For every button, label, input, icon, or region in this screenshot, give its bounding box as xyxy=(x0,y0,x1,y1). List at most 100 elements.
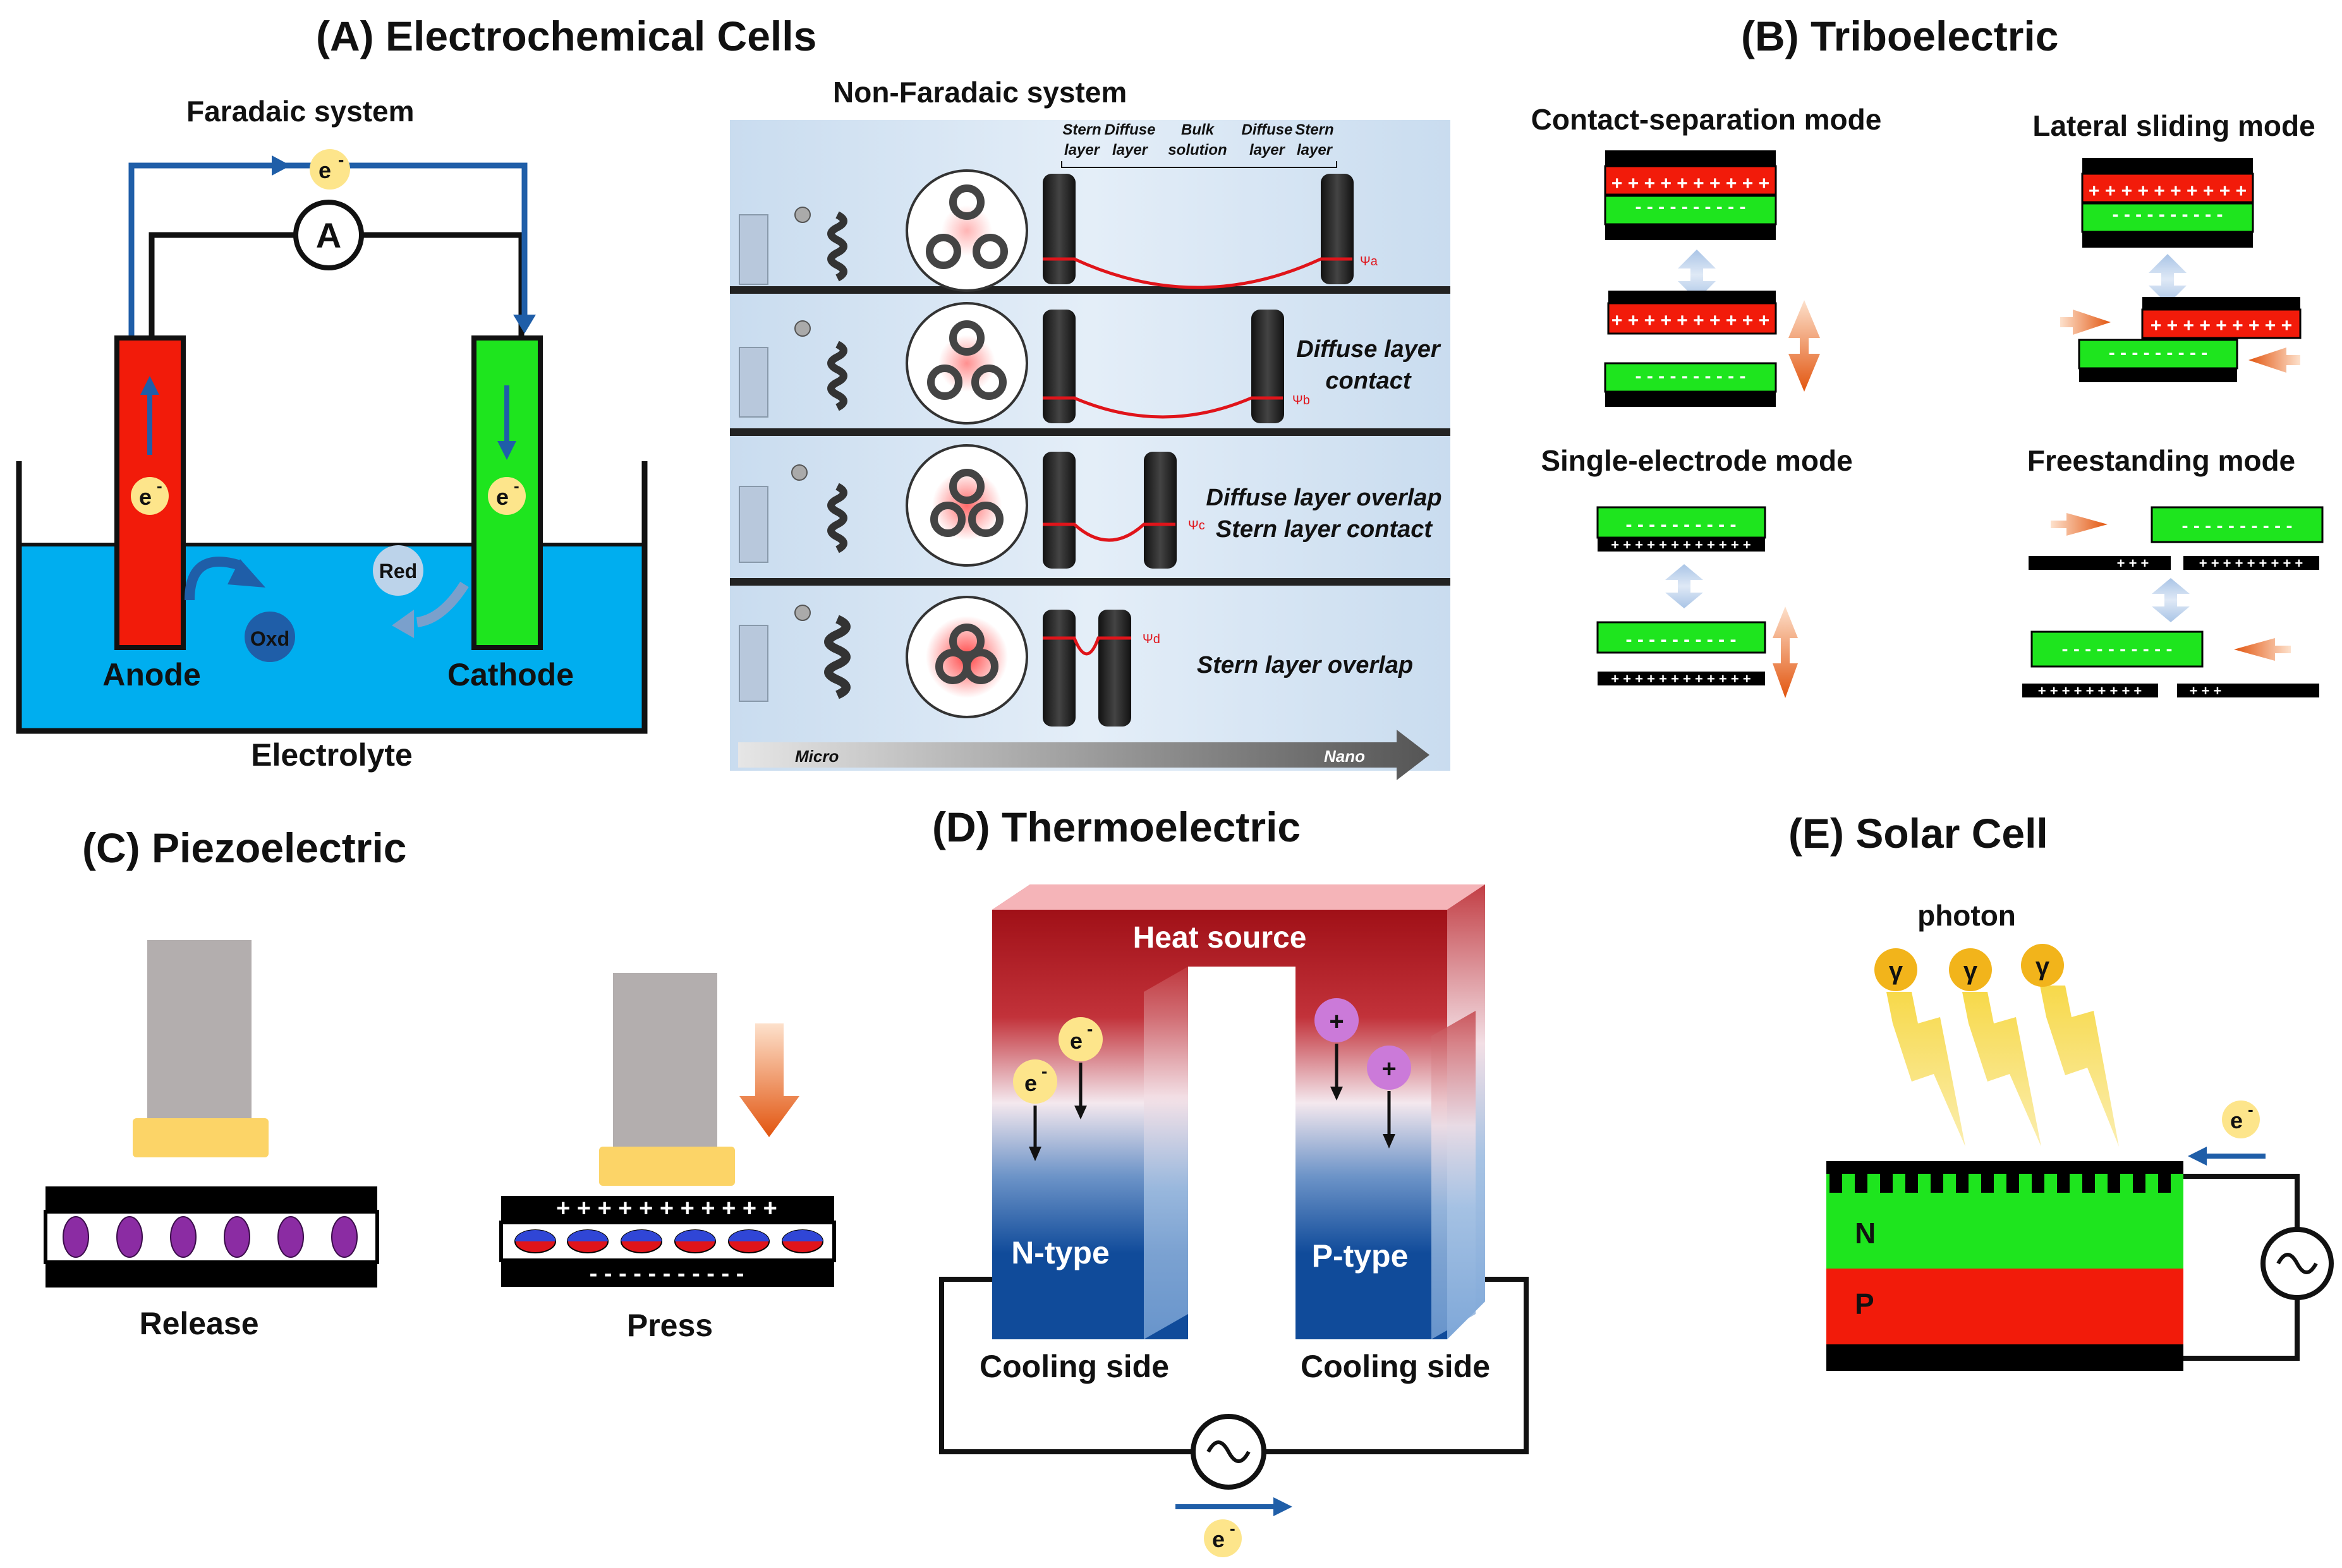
electron-badge-anode: e - xyxy=(131,476,169,515)
svg-text:Stern: Stern xyxy=(1295,121,1333,138)
back-contact xyxy=(1826,1344,2183,1371)
svg-text:e: e xyxy=(496,484,509,510)
row3-label-2: Stern layer contact xyxy=(1216,516,1433,543)
single-electrode-mode: Single-electrode mode - - - - - - - - - … xyxy=(1541,444,1853,698)
psi-b: Ψb xyxy=(1292,394,1310,407)
electron-path-arrowhead xyxy=(513,315,536,334)
n-label: N xyxy=(1855,1217,1876,1250)
psi-c: Ψc xyxy=(1188,519,1205,533)
row2-label-1: Diffuse layer xyxy=(1296,336,1441,363)
psi-a: Ψa xyxy=(1360,255,1378,268)
photon-label: photon xyxy=(1917,899,2016,932)
photon-bolts xyxy=(1886,986,2119,1147)
svg-text:+ + + + + + + + +: + + + + + + + + + xyxy=(2199,555,2303,571)
svg-text:+ + +: + + + xyxy=(2190,683,2222,699)
svg-text:e: e xyxy=(1070,1028,1083,1054)
piezo-press: + + + + + + + + + + + - - - - - - - - - … xyxy=(499,973,836,1343)
panel-c-title: (C) Piezoelectric xyxy=(82,824,407,871)
freestanding-label: Freestanding mode xyxy=(2027,444,2295,477)
row2-label-2: contact xyxy=(1325,368,1411,394)
svg-text:e: e xyxy=(139,484,152,510)
svg-text:-: - xyxy=(2248,1100,2254,1119)
svg-text:- - - - - - - - -: - - - - - - - - - xyxy=(2109,342,2208,363)
panel-b: (B) Triboelectric Contact-separation mod… xyxy=(1531,13,2324,699)
svg-text:layer: layer xyxy=(1064,142,1101,159)
panel-e: (E) Solar Cell photon γ γ γ xyxy=(1788,810,2334,1371)
svg-text:-: - xyxy=(1041,1061,1047,1081)
layer-headers: Stern layer Diffuse layer Bulk solution … xyxy=(1061,121,1337,168)
contact-separation-label: Contact-separation mode xyxy=(1531,103,1882,136)
svg-text:+ + + + + + + + +: + + + + + + + + + xyxy=(2038,683,2142,699)
svg-text:γ: γ xyxy=(2036,953,2050,980)
panel-a: (A) Electrochemical Cells Faradaic syste… xyxy=(16,13,1450,780)
svg-text:-: - xyxy=(514,476,519,495)
svg-text:-: - xyxy=(157,476,162,495)
nonfaradaic-system: Non-Faradaic system Stern layer Diffuse … xyxy=(730,76,1450,780)
reduction-arc xyxy=(416,581,469,627)
n-layer xyxy=(1826,1161,2183,1269)
svg-text:γ: γ xyxy=(1963,957,1978,985)
te-circuit-right xyxy=(1264,1277,1529,1454)
cooling-side-left: Cooling side xyxy=(980,1349,1169,1384)
svg-text:- - - - - - - - - -: - - - - - - - - - - xyxy=(1635,196,1746,217)
cathode-arrow xyxy=(497,441,516,460)
row3-label-1: Diffuse layer overlap xyxy=(1206,485,1441,511)
heat-source-label: Heat source xyxy=(1133,921,1307,955)
svg-text:- - - - - - - - - - -: - - - - - - - - - - - xyxy=(590,1260,744,1287)
svg-text:layer: layer xyxy=(1297,142,1333,159)
psi-d: Ψd xyxy=(1143,632,1160,646)
svg-text:-: - xyxy=(338,150,344,169)
panel-c: (C) Piezoelectric Release + + + + + + + … xyxy=(44,824,836,1343)
panel-a-title: (A) Electrochemical Cells xyxy=(316,13,816,59)
piezo-release: Release xyxy=(44,940,379,1341)
ammeter xyxy=(293,200,364,270)
panel-d-title: (D) Thermoelectric xyxy=(932,804,1301,850)
release-label: Release xyxy=(139,1306,258,1341)
micro-nano-axis: Micro Nano xyxy=(738,730,1429,780)
nf-row-2: Ψb Diffuse layer contact xyxy=(739,302,1441,425)
svg-text:e: e xyxy=(1212,1526,1225,1552)
svg-text:- - - - - - - - - -: - - - - - - - - - - xyxy=(2113,204,2223,225)
press-arrow xyxy=(739,1023,799,1137)
lateral-sliding-label: Lateral sliding mode xyxy=(2032,109,2315,142)
svg-text:- - - - - - - - - -: - - - - - - - - - - xyxy=(2062,639,2173,660)
oxidation-arc xyxy=(185,557,242,601)
svg-text:e: e xyxy=(319,157,331,183)
ammeter-label: A xyxy=(316,215,341,255)
svg-text:+ + + + + + + + + +: + + + + + + + + + + xyxy=(1611,310,1769,331)
oxd-label: Oxd xyxy=(250,627,289,650)
te-gap xyxy=(1188,967,1295,1339)
te-electrons: e - e - xyxy=(1013,1017,1103,1161)
anode-label: Anode xyxy=(102,657,201,692)
freestanding-mode: Freestanding mode - - - - - - - - - - + … xyxy=(2022,444,2324,699)
front-contacts xyxy=(1826,1161,2183,1193)
svg-text:- - - - - - - - - -: - - - - - - - - - - xyxy=(1626,629,1737,650)
svg-text:+: + xyxy=(1381,1055,1396,1083)
p-label: P xyxy=(1855,1288,1874,1320)
svg-text:+ + + + + + + + + + +: + + + + + + + + + + + xyxy=(556,1195,777,1222)
electrolyte-label: Electrolyte xyxy=(251,737,413,773)
svg-text:+ + +: + + + xyxy=(2117,555,2149,571)
p-type-label: P-type xyxy=(1312,1238,1409,1274)
faradaic-title: Faradaic system xyxy=(186,95,415,128)
panel-d: (D) Thermoelectric Heat source N-type P-… xyxy=(932,804,1529,1557)
svg-text:Stern: Stern xyxy=(1062,121,1101,138)
electron-badge-top: e - xyxy=(310,149,350,190)
panel-e-title: (E) Solar Cell xyxy=(1788,810,2048,857)
te-current-arrow xyxy=(1273,1497,1292,1516)
press-label: Press xyxy=(627,1308,713,1343)
svg-text:e: e xyxy=(1024,1070,1037,1096)
electron-path-arrow xyxy=(272,155,291,176)
svg-text:- - - - - - - - - -: - - - - - - - - - - xyxy=(1635,366,1746,387)
axis-micro: Micro xyxy=(795,747,839,766)
svg-text:+ + + + + + + + + + + +: + + + + + + + + + + + + xyxy=(1611,671,1750,687)
te-circuit-left xyxy=(939,1277,1193,1454)
p-layer xyxy=(1826,1269,2183,1344)
nonfaradaic-title: Non-Faradaic system xyxy=(833,76,1127,109)
svg-text:solution: solution xyxy=(1168,142,1227,159)
svg-text:-: - xyxy=(1087,1019,1093,1039)
row4-label: Stern layer overlap xyxy=(1197,652,1413,678)
axis-nano: Nano xyxy=(1324,747,1365,766)
svg-text:Diffuse: Diffuse xyxy=(1242,121,1293,138)
